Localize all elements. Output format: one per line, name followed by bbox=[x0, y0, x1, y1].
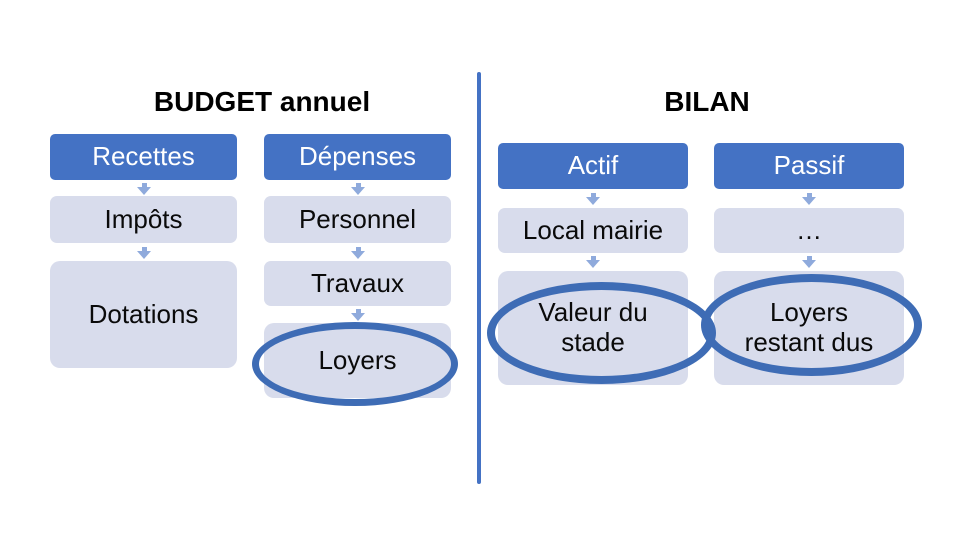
travaux-box: Travaux bbox=[264, 261, 451, 306]
actif-header-box: Actif bbox=[498, 143, 688, 189]
down-arrow-icon bbox=[802, 256, 816, 268]
dotations-box: Dotations bbox=[50, 261, 237, 368]
down-arrow-icon bbox=[802, 193, 816, 205]
depenses-header-box: Dépenses bbox=[264, 134, 451, 180]
down-arrow-icon bbox=[137, 183, 151, 195]
section-divider bbox=[477, 72, 481, 484]
personnel-box: Personnel bbox=[264, 196, 451, 243]
impots-box: Impôts bbox=[50, 196, 237, 243]
down-arrow-icon bbox=[586, 256, 600, 268]
bilan-title: BILAN bbox=[664, 86, 750, 117]
highlight-ellipse-valeur-du-stade bbox=[487, 282, 716, 384]
passif-header-box: Passif bbox=[714, 143, 904, 189]
recettes-header-box: Recettes bbox=[50, 134, 237, 180]
highlight-ellipse-loyers bbox=[252, 322, 458, 406]
down-arrow-icon bbox=[137, 247, 151, 259]
budget-title: BUDGET annuel bbox=[153, 86, 371, 117]
down-arrow-icon bbox=[351, 247, 365, 259]
ellipsis-box: … bbox=[714, 208, 904, 253]
down-arrow-icon bbox=[586, 193, 600, 205]
down-arrow-icon bbox=[351, 183, 365, 195]
down-arrow-icon bbox=[351, 309, 365, 321]
local-mairie-box: Local mairie bbox=[498, 208, 688, 253]
highlight-ellipse-loyers-restant-dus bbox=[701, 274, 922, 376]
